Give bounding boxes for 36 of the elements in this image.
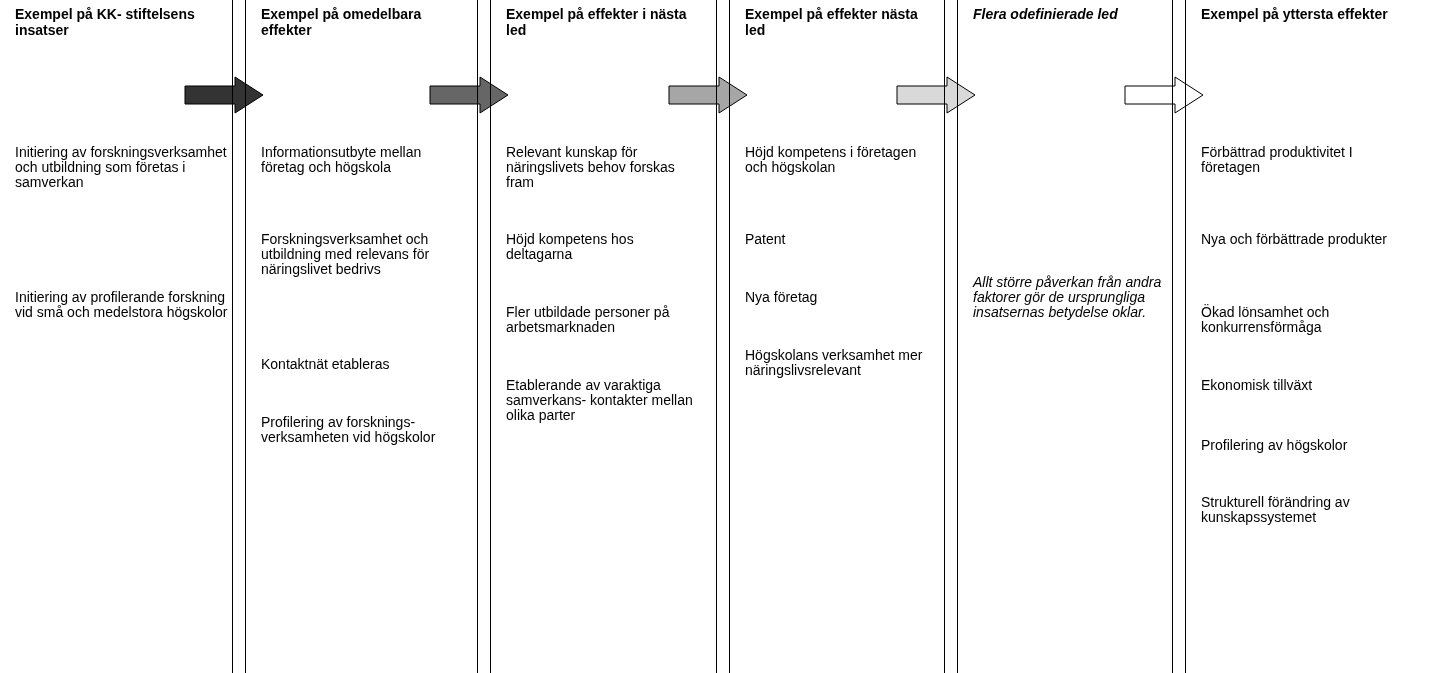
column-heading: Exempel på effekter i nästa led — [506, 6, 688, 38]
block-arrow — [668, 76, 748, 114]
effect-text: Etablerande av varaktiga samverkans- kontakter mellan olika parter — [506, 378, 694, 423]
effect-text: Höjd kompetens i företagen och högskolan — [745, 145, 918, 175]
effect-text: Högskolans verksamhet mer näringslivsrelevant — [745, 348, 924, 378]
effect-text: Ökad lönsamhet och konkurrensförmåga — [1201, 305, 1331, 335]
column-heading: Exempel på yttersta effekter — [1201, 6, 1389, 22]
column-heading: Exempel på effekter nästa led — [745, 6, 919, 38]
block-arrow — [184, 76, 264, 114]
effect-text: Patent — [745, 232, 787, 247]
column-panel — [729, 0, 945, 673]
column-heading: Exempel på KK- stiftelsens insatser — [15, 6, 196, 38]
effect-text: Informationsutbyte mellan företag och högskola — [261, 145, 423, 175]
effect-text: Strukturell förändring av kunskapssystemet — [1201, 495, 1351, 525]
column-panel — [957, 0, 1173, 673]
effect-text: Nya företag — [745, 290, 819, 305]
column-panel — [490, 0, 717, 673]
effect-text: Nya och förbättrade produkter — [1201, 232, 1388, 247]
effect-text: Kontaktnät etableras — [261, 357, 391, 372]
block-arrow — [429, 76, 509, 114]
effect-text: Initiering av forskningsverksamhet och utbildning som företas i samverkan — [15, 145, 228, 190]
column-heading: Flera odefinierade led — [973, 6, 1119, 22]
effect-text: Fler utbildade personer på arbetsmarknaden — [506, 305, 671, 335]
effect-text: Ekonomisk tillväxt — [1201, 378, 1314, 393]
effect-text: Relevant kunskap för näringslivets behov forskas fram — [506, 145, 676, 190]
effect-text: Profilering av forsknings- verksamheten vid högskolor — [261, 415, 437, 445]
column-heading: Exempel på omedelbara effekter — [261, 6, 423, 38]
effect-text: Initiering av profilerande forskning vid små och medelstora högskolor — [15, 290, 229, 320]
column-panel — [245, 0, 478, 673]
effect-text: Höjd kompetens hos deltagarna — [506, 232, 635, 262]
effect-text: Profilering av högskolor — [1201, 438, 1349, 453]
effect-text: Forskningsverksamhet och utbildning med relevans för näringslivet bedrivs — [261, 232, 431, 277]
effect-text: Allt större påverkan från andra faktorer gör de ursprungliga insatsernas betydelse oklar. — [973, 275, 1163, 320]
block-arrow — [1124, 76, 1204, 114]
block-arrow — [896, 76, 976, 114]
effect-text: Förbättrad produktivitet I företagen — [1201, 145, 1354, 175]
